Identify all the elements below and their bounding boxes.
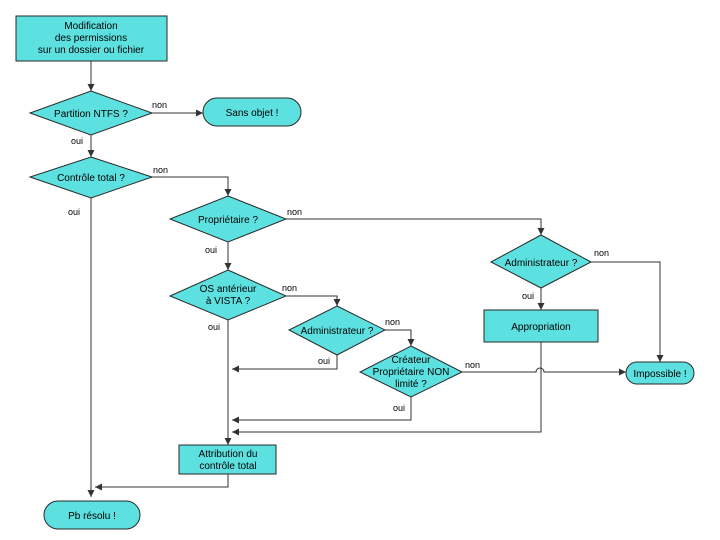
terminal-resolu: Pb résolu ! [43, 500, 141, 530]
createur-diamond [358, 345, 464, 398]
process-attribution: Attribution du contrôle total [178, 444, 277, 475]
edge-controle-non [152, 176, 232, 196]
admin-right-oui-label: oui [522, 291, 534, 301]
admin-mid-diamond [287, 305, 387, 356]
decision-admin-right: Administrateur ? [489, 234, 593, 289]
edge-createur-oui [232, 397, 412, 424]
impossible-box [625, 361, 695, 385]
admin-right-diamond [489, 234, 593, 289]
edge-createur-non [462, 367, 626, 376]
os-line-1: OS antérieur [200, 284, 257, 295]
proprietaire-oui-label: oui [205, 245, 217, 255]
decision-os: OS antérieur à VISTA ? [168, 269, 288, 321]
edge-admin-mid-non [385, 329, 415, 346]
admin-mid-label: Administrateur ? [301, 326, 374, 337]
edge-os-non [286, 295, 341, 306]
start-box [15, 15, 168, 62]
edge-admin-mid-oui [232, 355, 338, 373]
createur-non-label: non [465, 360, 480, 370]
proprietaire-label: Propriétaire ? [198, 215, 258, 226]
start-line-1: Modification [64, 21, 117, 32]
admin-right-non-label: non [594, 248, 609, 258]
controle-oui-label: oui [68, 207, 80, 217]
start-line-2: des permissions [55, 33, 127, 44]
start-line-3: sur un dossier ou fichier [38, 45, 145, 56]
createur-line-3: limité ? [395, 379, 427, 390]
os-non-label: non [282, 283, 297, 293]
resolu-box [43, 500, 141, 530]
edge-appropriation-attribution [232, 342, 542, 436]
controle-diamond [28, 156, 154, 199]
node-start: Modification des permissions sur un doss… [15, 15, 168, 62]
decision-ntfs: Partition NTFS ? [28, 90, 154, 136]
sans-objet-box [202, 97, 302, 127]
admin-mid-non-label: non [385, 317, 400, 327]
attribution-box [178, 444, 277, 475]
decision-admin-mid: Administrateur ? [287, 305, 387, 356]
edge-proprietaire-non [286, 218, 545, 235]
createur-line-2: Propriétaire NON [373, 367, 450, 378]
os-line-2: à VISTA ? [206, 296, 251, 307]
decision-controle: Contrôle total ? [28, 156, 154, 199]
resolu-label: Pb résolu ! [68, 511, 116, 522]
process-appropriation: Appropriation [483, 309, 599, 343]
ntfs-diamond [28, 90, 154, 136]
appropriation-label: Appropriation [511, 322, 570, 333]
edge-attribution-resolu [95, 474, 229, 491]
ntfs-non-label: non [152, 100, 167, 110]
terminal-impossible: Impossible ! [625, 361, 695, 385]
admin-mid-oui-label: oui [318, 356, 330, 366]
ntfs-oui-label: oui [71, 136, 83, 146]
os-oui-label: oui [208, 322, 220, 332]
edge-admin-right-non [591, 261, 664, 362]
ntfs-label: Partition NTFS ? [54, 109, 128, 120]
attribution-line-2: contrôle total [199, 461, 256, 472]
impossible-label: Impossible ! [633, 369, 686, 380]
sans-objet-label: Sans objet ! [226, 108, 279, 119]
controle-non-label: non [153, 165, 168, 175]
branch-labels: non oui non oui non oui non oui non oui … [68, 100, 609, 413]
connectors [87, 61, 664, 497]
appropriation-box [483, 309, 599, 343]
proprietaire-diamond [168, 195, 288, 243]
decision-createur: Créateur Propriétaire NON limité ? [358, 345, 464, 398]
attribution-line-1: Attribution du [199, 449, 258, 460]
createur-line-1: Créateur [392, 355, 432, 366]
createur-oui-label: oui [393, 403, 405, 413]
os-diamond [168, 269, 288, 321]
terminal-sans-objet: Sans objet ! [202, 97, 302, 127]
decision-proprietaire: Propriétaire ? [168, 195, 288, 243]
admin-right-label: Administrateur ? [505, 258, 578, 269]
proprietaire-non-label: non [287, 207, 302, 217]
controle-label: Contrôle total ? [57, 173, 125, 184]
